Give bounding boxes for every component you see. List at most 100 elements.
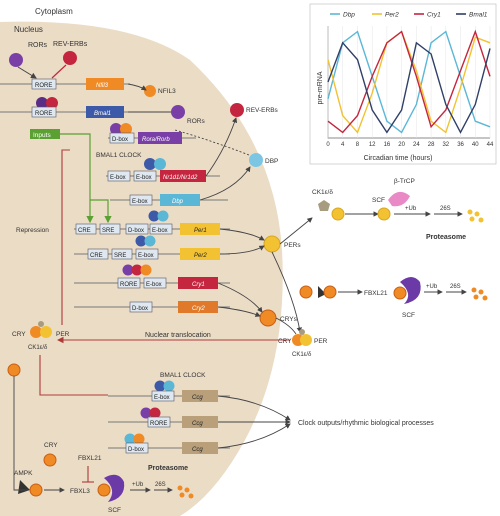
pers-protein [263, 235, 281, 253]
svg-text:Nuclear translocation: Nuclear translocation [145, 332, 211, 339]
chart-x-tick-label: 32 [442, 142, 449, 148]
chart-x-tick-label: 28 [428, 142, 435, 148]
rore-box [31, 78, 57, 90]
chart-y-label: pre-mRNA [317, 71, 324, 104]
chart-x-tick-label: 44 [487, 142, 494, 148]
svg-text:BMAL1 CLOCK: BMAL1 CLOCK [96, 152, 142, 159]
cry2-gene [178, 301, 218, 313]
legend-label-dbp: Dbp [343, 12, 355, 19]
svg-text:Proteasome: Proteasome [426, 234, 466, 241]
svg-text:SCF: SCF [402, 312, 415, 319]
svg-text:D-box: D-box [132, 306, 148, 312]
chart-x-tick-label: 16 [384, 142, 391, 148]
series-line-bmal1 [327, 41, 491, 134]
svg-text:E-box: E-box [136, 175, 152, 181]
svg-text:E-box: E-box [138, 253, 154, 259]
svg-text:CK1ε/δ: CK1ε/δ [292, 352, 312, 358]
cytoplasm-label: Cytoplasm [35, 7, 73, 16]
svg-text:Per1: Per1 [194, 228, 207, 234]
svg-text:Repression: Repression [16, 227, 49, 234]
svg-text:E-box: E-box [146, 282, 162, 288]
dbox-rora [109, 132, 135, 144]
series-line-dbp [327, 30, 491, 134]
svg-text:SRE: SRE [102, 228, 114, 234]
svg-text:Per2: Per2 [194, 253, 207, 259]
svg-text:RORE: RORE [150, 421, 167, 427]
svg-text:+Ub: +Ub [132, 482, 144, 488]
nfil3-gene [86, 78, 124, 90]
svg-text:CRYs: CRYs [280, 316, 298, 323]
svg-text:DBP: DBP [265, 158, 278, 165]
svg-text:26S: 26S [155, 482, 166, 488]
svg-text:Nfil3: Nfil3 [96, 83, 109, 89]
svg-text:RORs: RORs [187, 118, 205, 125]
chart-x-tick-label: 24 [413, 142, 420, 148]
ck1-pentagon [318, 200, 330, 211]
svg-text:RORE: RORE [120, 282, 137, 288]
inputs-box [30, 129, 60, 139]
svg-text:CRY: CRY [44, 442, 58, 449]
per2-gene [180, 248, 220, 260]
svg-text:Cry1: Cry1 [192, 282, 205, 288]
svg-text:CK1ε/δ: CK1ε/δ [312, 189, 333, 196]
svg-text:SRE: SRE [114, 253, 126, 259]
rore-box-2 [31, 106, 57, 118]
rors-protein-2 [171, 105, 185, 119]
svg-text:+Ub: +Ub [426, 284, 438, 290]
svg-text:NFIL3: NFIL3 [158, 88, 176, 95]
svg-text:D-box: D-box [128, 228, 144, 234]
chart-frame [309, 3, 497, 165]
ccg-gene-3 [182, 442, 218, 454]
svg-text:PER: PER [314, 338, 328, 345]
cry-protein-nucleus [7, 363, 21, 377]
scf-shape [400, 277, 421, 304]
chart-x-tick-label: 4 [341, 142, 345, 148]
svg-text:Ccg: Ccg [192, 447, 203, 453]
svg-text:E-box: E-box [154, 395, 170, 401]
chart-x-tick-label: 36 [457, 142, 464, 148]
legend-label-cry1: Cry1 [427, 12, 441, 19]
chart-x-tick-label: 20 [398, 142, 405, 148]
svg-text:E-box: E-box [132, 199, 148, 205]
svg-text:+Ub: +Ub [405, 206, 417, 212]
svg-text:PERs: PERs [284, 242, 301, 249]
reverbs-label: REV-ERBs [53, 41, 88, 48]
svg-text:FBXL21: FBXL21 [364, 290, 388, 297]
svg-text:SCF: SCF [372, 197, 385, 204]
dbp-protein [249, 153, 263, 167]
svg-text:Dbp: Dbp [172, 199, 184, 205]
svg-text:26S: 26S [450, 284, 461, 290]
legend-label-bmal1: Bmal1 [469, 12, 488, 19]
svg-text:FBXL21: FBXL21 [78, 455, 102, 462]
reverbs-protein [63, 51, 77, 65]
rors-protein [9, 53, 23, 67]
svg-text:RORE: RORE [35, 83, 52, 89]
svg-text:Nr1d1/Nr1d2: Nr1d1/Nr1d2 [163, 175, 198, 181]
chart-x-label: Circadian time (hours) [364, 155, 433, 162]
chart-x-tick-label: 12 [369, 142, 376, 148]
svg-text:CRY: CRY [278, 338, 292, 345]
svg-text:CK1ε/δ: CK1ε/δ [28, 345, 48, 351]
chart-x-tick-label: 40 [472, 142, 479, 148]
nr1d-gene [160, 170, 206, 182]
svg-text:E-box: E-box [152, 228, 168, 234]
btrcp-shape [388, 191, 410, 207]
dbp-gene [160, 194, 200, 206]
nfil3-protein [144, 85, 156, 97]
svg-text:Cry2: Cry2 [192, 306, 205, 312]
svg-text:D-box: D-box [112, 137, 128, 143]
svg-text:REV-ERBs: REV-ERBs [246, 107, 279, 114]
svg-text:CRE: CRE [90, 253, 103, 259]
svg-text:β-TrCP: β-TrCP [394, 178, 415, 185]
cry1-gene [178, 277, 218, 289]
svg-text:SCF: SCF [108, 507, 121, 514]
series-line-cry1 [327, 29, 491, 134]
svg-text:D-box: D-box [128, 447, 144, 453]
svg-text:PER: PER [56, 331, 70, 338]
svg-text:CRY: CRY [12, 331, 26, 338]
svg-text:RORE: RORE [35, 111, 52, 117]
ccg-gene-2 [182, 416, 218, 428]
